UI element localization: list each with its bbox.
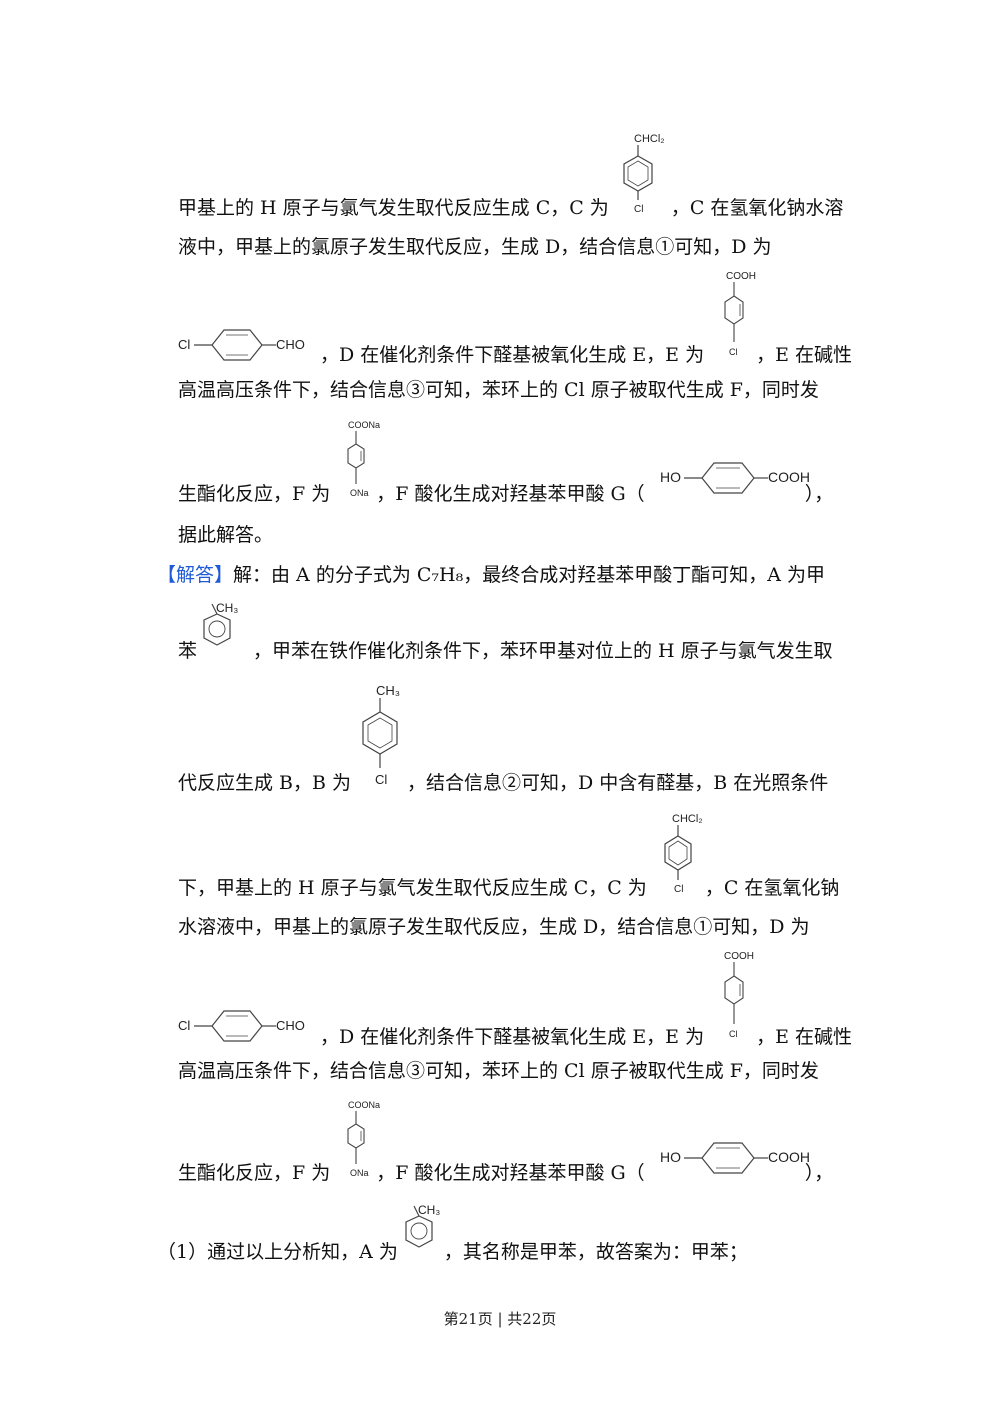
svg-text:COOH: COOH	[768, 469, 810, 485]
molecule-g-hydroxybenzoic-acid: HO COOH	[660, 1138, 820, 1183]
molecule-d-chlorobenzaldehyde: Cl CHO	[178, 1002, 318, 1050]
svg-text:Cl: Cl	[178, 1018, 190, 1033]
svg-text:ONa: ONa	[350, 488, 369, 498]
text: ，D 在催化剂条件下醛基被氧化生成 E，E 为	[320, 1026, 705, 1048]
answer-line3: 代反应生成 B，B 为 ，结合信息②可知，D 中含有醛基，B 在光照条件	[178, 771, 828, 795]
svg-text:CHO: CHO	[276, 337, 305, 352]
text: ，其名称是甲苯，故答案为：甲苯；	[443, 1241, 748, 1263]
svg-text:CHO: CHO	[276, 1018, 305, 1033]
text: 苯	[178, 640, 198, 662]
page-footer: 第21页 | 共22页	[443, 1310, 557, 1328]
text: ），	[804, 483, 834, 505]
svg-text:CH₃: CH₃	[216, 601, 238, 615]
molecule-e-chlorobenzoic-acid: COOH Cl	[712, 948, 772, 1043]
text: ，C 在氢氧化钠水溶	[670, 197, 844, 219]
answer-line6: ，D 在催化剂条件下醛基被氧化生成 E，E 为 ，E 在碱性	[178, 1025, 852, 1049]
answer-line4: 下，甲基上的 H 原子与氯气发生取代反应生成 C，C 为 ，C 在氢氧化钠	[178, 876, 839, 900]
svg-text:Cl: Cl	[729, 1029, 738, 1039]
para1-line4: 高温高压条件下，结合信息③可知，苯环上的 Cl 原子被取代生成 F，同时发	[178, 379, 819, 401]
answer-line1: 【解答】解：由 A 的分子式为 C₇H₈，最终合成对羟基苯甲酸丁酯可知，A 为甲	[157, 563, 825, 587]
answer-line7: 高温高压条件下，结合信息③可知，苯环上的 Cl 原子被取代生成 F，同时发	[178, 1060, 819, 1082]
answer-line8: 生酯化反应，F 为 ，F 酸化生成对羟基苯甲酸 G（ ），	[178, 1161, 833, 1185]
molecule-d-chlorobenzaldehyde: Cl CHO	[178, 320, 318, 370]
svg-text:COOH: COOH	[724, 951, 754, 962]
molecule-a-toluene: CH₃	[400, 1200, 450, 1260]
text: ，甲苯在铁作催化剂条件下，苯环甲基对位上的 H 原子与氯气发生取	[253, 640, 833, 662]
text: ，结合信息②可知，D 中含有醛基，B 在光照条件	[407, 772, 829, 794]
svg-text:CH₃: CH₃	[418, 1203, 440, 1217]
svg-text:CHCl₂: CHCl₂	[672, 813, 703, 825]
text: ，C 在氢氧化钠	[704, 877, 840, 899]
molecule-e-chlorobenzoic-acid: COOH Cl	[712, 268, 772, 363]
svg-text:COONa: COONa	[348, 420, 380, 430]
svg-text:Cl: Cl	[729, 347, 738, 357]
text: ，D 在催化剂条件下醛基被氧化生成 E，E 为	[320, 344, 705, 366]
svg-text:HO: HO	[660, 469, 681, 485]
text: 甲基上的 H 原子与氯气发生取代反应生成 C，C 为	[178, 197, 609, 219]
text: 生酯化反应，F 为	[178, 483, 331, 505]
answer-line5: 水溶液中，甲基上的氯原子发生取代反应，生成 D，结合信息①可知，D 为	[178, 916, 810, 938]
question1-answer-line: （1）通过以上分析知，A 为 ，其名称是甲苯，故答案为：甲苯；	[157, 1240, 748, 1264]
text: 生酯化反应，F 为	[178, 1162, 331, 1184]
para1-line6: 据此解答。	[178, 524, 274, 546]
text: 下，甲基上的 H 原子与氯气发生取代反应生成 C，C 为	[178, 877, 647, 899]
answer-tag: 【解答】	[157, 564, 234, 586]
molecule-f-sodium-salt: COONa ONa	[336, 418, 396, 503]
molecule-g-hydroxybenzoic-acid: HO COOH	[660, 458, 820, 503]
para1-line5: 生酯化反应，F 为 ，F 酸化生成对羟基苯甲酸 G（ ），	[178, 482, 833, 506]
molecule-c-dichloromethyl-chlorobenzene: CHCl₂ Cl	[654, 810, 724, 900]
molecule-b-chlorotoluene: CH₃ Cl	[354, 680, 424, 790]
answer-line2: 苯 ，甲苯在铁作催化剂条件下，苯环甲基对位上的 H 原子与氯气发生取	[178, 639, 833, 663]
svg-text:HO: HO	[660, 1149, 681, 1165]
text: 代反应生成 B，B 为	[178, 772, 352, 794]
svg-text:CH₃: CH₃	[376, 683, 400, 698]
svg-text:Cl: Cl	[674, 884, 683, 895]
molecule-f-sodium-salt: COONa ONa	[336, 1098, 396, 1183]
text: ，E 在碱性	[756, 344, 853, 366]
text: ，F 酸化生成对羟基苯甲酸 G（	[376, 1162, 645, 1184]
svg-text:COONa: COONa	[348, 1100, 380, 1110]
svg-text:COOH: COOH	[726, 271, 756, 282]
para1-line2: 液中，甲基上的氯原子发生取代反应，生成 D，结合信息①可知，D 为	[178, 236, 772, 258]
svg-text:Cl: Cl	[634, 204, 643, 215]
text: ，E 在碱性	[756, 1026, 853, 1048]
para1-line1: 甲基上的 H 原子与氯气发生取代反应生成 C，C 为 ，C 在氢氧化钠水溶	[178, 196, 843, 220]
molecule-c-dichloromethyl-chlorobenzene: CHCl₂ Cl	[612, 128, 682, 223]
svg-text:Cl: Cl	[178, 337, 190, 352]
text: ，F 酸化生成对羟基苯甲酸 G（	[376, 483, 645, 505]
text: 解：由 A 的分子式为 C₇H₈，最终合成对羟基苯甲酸丁酯可知，A 为甲	[233, 564, 825, 586]
text: ），	[804, 1162, 834, 1184]
svg-text:CHCl₂: CHCl₂	[634, 133, 665, 145]
text: （1）通过以上分析知，A 为	[157, 1241, 398, 1263]
svg-text:ONa: ONa	[350, 1168, 369, 1178]
svg-text:COOH: COOH	[768, 1149, 810, 1165]
molecule-a-toluene: CH₃	[198, 598, 248, 658]
svg-text:Cl: Cl	[375, 772, 387, 787]
para1-line3: ，D 在催化剂条件下醛基被氧化生成 E，E 为 ，E 在碱性	[178, 343, 852, 367]
